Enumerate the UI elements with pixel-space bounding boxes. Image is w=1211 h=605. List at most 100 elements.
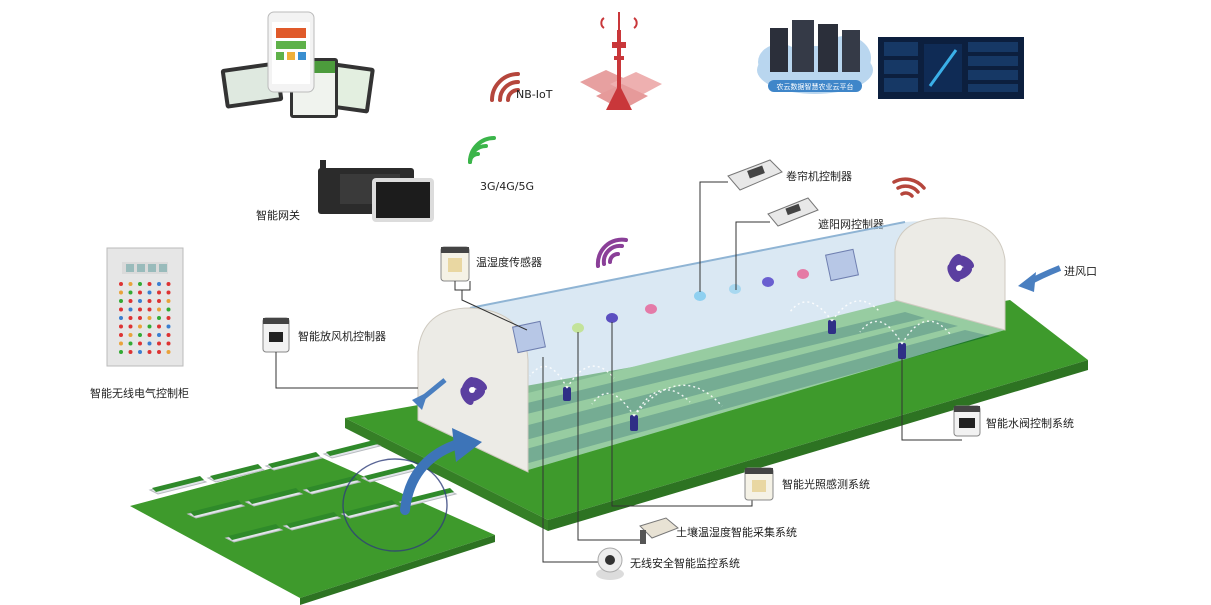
cabinet-indicator-light — [128, 316, 133, 320]
mini-greenhouse — [322, 440, 382, 459]
cabinet-indicator-light — [138, 324, 142, 329]
soil-sensor-label: 土壤温湿度智能采集系统 — [676, 525, 797, 539]
cabinet-indicator-light — [119, 299, 123, 303]
cloud-platform — [757, 20, 873, 94]
cabinet-indicator-light — [138, 307, 142, 312]
cabinet-indicator-light — [166, 350, 171, 354]
light-sensor-label: 智能光照感测系统 — [782, 477, 870, 491]
curtain-controller-device — [727, 159, 783, 191]
mini-greenhouse — [282, 512, 342, 531]
roof-panel-back — [825, 248, 859, 282]
cabinet-indicator-light — [166, 299, 171, 303]
shade-controller-label: 遮阳网控制器 — [818, 217, 884, 231]
cabinet-indicator-light — [166, 333, 171, 337]
cabinet-label: 智能无线电气控制柜 — [90, 386, 189, 400]
cabinet-indicator-light — [157, 299, 161, 303]
cabinet-indicator-light — [119, 290, 123, 295]
temp-humidity-label: 温湿度传感器 — [476, 255, 542, 269]
air-outlet-arrow — [412, 378, 447, 410]
cabinet-indicator-light — [119, 324, 123, 329]
mobile-app-devices — [220, 11, 375, 118]
cabinet-indicator-light — [119, 282, 123, 286]
cabinet-indicator-light — [138, 333, 142, 337]
cabinet-indicator-light — [119, 316, 123, 320]
ceiling-sensor-dots — [572, 269, 809, 333]
cabinet-indicator-light — [157, 324, 161, 329]
cabinet-indicator-light — [119, 350, 123, 354]
greenhouse-cluster-field — [130, 456, 495, 605]
cabinet-indicator-light — [128, 307, 133, 312]
mini-greenhouse — [224, 524, 284, 543]
cabinet-indicator-light — [138, 341, 142, 346]
cabinet-indicator-light — [157, 350, 161, 354]
dashboard-screen — [878, 37, 1024, 99]
mini-greenhouse — [340, 500, 400, 519]
cabinet-indicator-light — [166, 290, 171, 295]
curtain-signal-icon — [892, 177, 926, 198]
water-valve-device — [953, 405, 981, 437]
electric-cabinet — [106, 247, 184, 367]
mini-greenhouse — [244, 488, 304, 507]
greenhouse — [417, 217, 1006, 473]
cellular-label: 3G/4G/5G — [480, 180, 534, 193]
cabinet-indicator-light — [157, 290, 161, 295]
cabinet-indicator-light — [147, 341, 152, 346]
nbiot-label: NB-IoT — [516, 88, 553, 101]
cabinet-indicator-light — [119, 333, 123, 337]
zoom-arrow — [400, 428, 482, 515]
cabinet-indicator-light — [147, 350, 152, 354]
cabinet-indicator-light — [128, 299, 133, 303]
cabinet-indicator-light — [147, 290, 152, 295]
gateway-device — [318, 160, 434, 222]
cabinet-indicator-light — [157, 282, 161, 286]
cabinet-indicator-light — [147, 333, 152, 337]
camera-label: 无线安全智能监控系统 — [630, 556, 740, 570]
cabinet-indicator-light — [147, 282, 152, 286]
cabinet-indicator-light — [166, 341, 171, 346]
roof-panel-front — [512, 320, 546, 354]
cell-tower-icon — [580, 12, 662, 110]
cabinet-indicator-lights — [119, 282, 171, 354]
cabinet-indicator-light — [147, 307, 152, 312]
cabinet-indicator-light — [166, 282, 171, 286]
sprinkler-heads — [563, 320, 906, 431]
fan-controller-label: 智能放风机控制器 — [298, 329, 386, 343]
mini-greenhouses — [148, 440, 458, 543]
cluster-highlight-circle — [342, 458, 448, 552]
air-inlet-arrow — [1018, 265, 1062, 292]
cabinet-indicator-light — [157, 333, 161, 337]
cabinet-indicator-light — [138, 282, 142, 286]
cabinet-indicator-light — [138, 350, 142, 354]
light-sensor-device — [744, 467, 774, 501]
cabinet-indicator-light — [128, 350, 133, 354]
cabinet-indicator-light — [119, 307, 123, 312]
cabinet-indicator-light — [147, 299, 152, 303]
cabinet-indicator-light — [157, 307, 161, 312]
curtain-controller-label: 卷帘机控制器 — [786, 169, 852, 183]
cabinet-indicator-light — [157, 341, 161, 346]
back-fan-icon — [947, 253, 975, 283]
cabinet-indicator-light — [128, 333, 133, 337]
cabinet-indicator-light — [166, 324, 171, 329]
soil-sensor-device — [639, 517, 679, 544]
cabinet-indicator-light — [128, 341, 133, 346]
cabinet-indicator-light — [147, 316, 152, 320]
mini-greenhouse — [206, 464, 266, 483]
cabinet-indicator-light — [128, 290, 133, 295]
mini-greenhouse — [186, 500, 246, 519]
temp-humidity-sensor-device — [440, 246, 470, 282]
cabinet-indicator-light — [128, 282, 133, 286]
water-valve-label: 智能水阀控制系统 — [986, 416, 1074, 430]
air-inlet-label: 进风口 — [1064, 265, 1097, 278]
fan-controller-device — [262, 317, 290, 353]
front-fan-icon — [460, 376, 488, 406]
greenhouse-signal-icon — [595, 237, 628, 268]
cellular-signal-icon — [468, 136, 496, 164]
cabinet-indicator-light — [138, 290, 142, 295]
cabinet-indicator-light — [147, 324, 152, 329]
shade-controller-device — [767, 197, 819, 227]
gateway-label: 智能网关 — [256, 208, 300, 222]
cabinet-indicator-light — [119, 341, 123, 346]
mini-greenhouse — [302, 476, 362, 495]
